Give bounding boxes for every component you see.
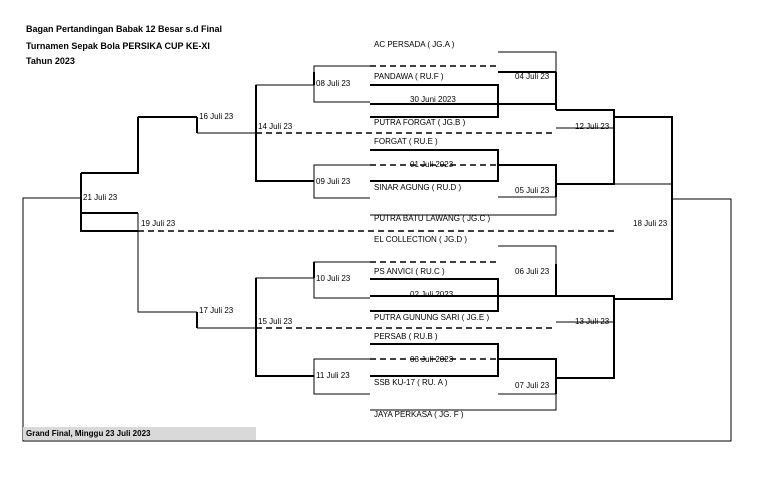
team-label: PUTRA GUNUNG SARI ( JG.E )	[374, 313, 490, 322]
match-date: 09 Juli 23	[316, 177, 351, 186]
team-label: PS ANVICI ( RU.C )	[374, 267, 445, 276]
match-date: 02 Juli 2023	[410, 290, 454, 299]
team-label: SINAR AGUNG ( RU.D )	[374, 183, 462, 192]
match-date: 10 Juli 23	[316, 274, 351, 283]
match-date: 07 Juli 23	[515, 381, 550, 390]
team-label: PANDAWA ( RU.F )	[374, 72, 444, 81]
match-date: 04 Juli 23	[515, 72, 550, 81]
match-date: 13 Juli 23	[575, 317, 610, 326]
match-date: 19 Juli 23	[141, 219, 176, 228]
team-label: AC PERSADA ( JG.A )	[374, 40, 455, 49]
title-line-3: Tahun 2023	[26, 56, 75, 66]
match-date: 21 Juli 23	[83, 193, 118, 202]
match-date: 03 Juli 2023	[410, 355, 454, 364]
match-date: 08 Juli 23	[316, 79, 351, 88]
match-date: 17 Juli 23	[199, 306, 234, 315]
team-label: PUTRA FORGAT ( JG.B )	[374, 118, 466, 127]
team-label: PERSAB ( RU.B )	[374, 332, 438, 341]
match-date: 18 Juli 23	[633, 219, 668, 228]
grand-final-label: Grand Final, Minggu 23 Juli 2023	[23, 427, 256, 440]
match-date: 05 Juli 23	[515, 186, 550, 195]
match-date: 16 Juli 23	[199, 112, 234, 121]
match-date: 11 Juli 23	[316, 371, 350, 380]
team-label: JAYA PERKASA ( JG. F )	[374, 410, 464, 419]
title-line-2: Turnamen Sepak Bola PERSIKA CUP KE-XI	[26, 41, 210, 51]
match-date: 14 Juli 23	[258, 122, 293, 131]
match-date: 30 Juni 2023	[410, 95, 456, 104]
team-label: SSB KU-17 ( RU. A )	[374, 378, 448, 387]
match-date: 06 Juli 23	[515, 267, 550, 276]
match-date: 12 Juli 23	[575, 122, 610, 131]
match-date: 01 Juli 2023	[410, 160, 454, 169]
title-line-1: Bagan Pertandingan Babak 12 Besar s.d Fi…	[26, 24, 223, 34]
match-date: 15 Juli 23	[258, 317, 293, 326]
team-label: EL COLLECTION ( JG.D )	[374, 235, 468, 244]
team-label: FORGAT ( RU.E )	[374, 137, 438, 146]
team-label: PUTRA BATU LAWANG ( JG.C )	[374, 214, 491, 223]
